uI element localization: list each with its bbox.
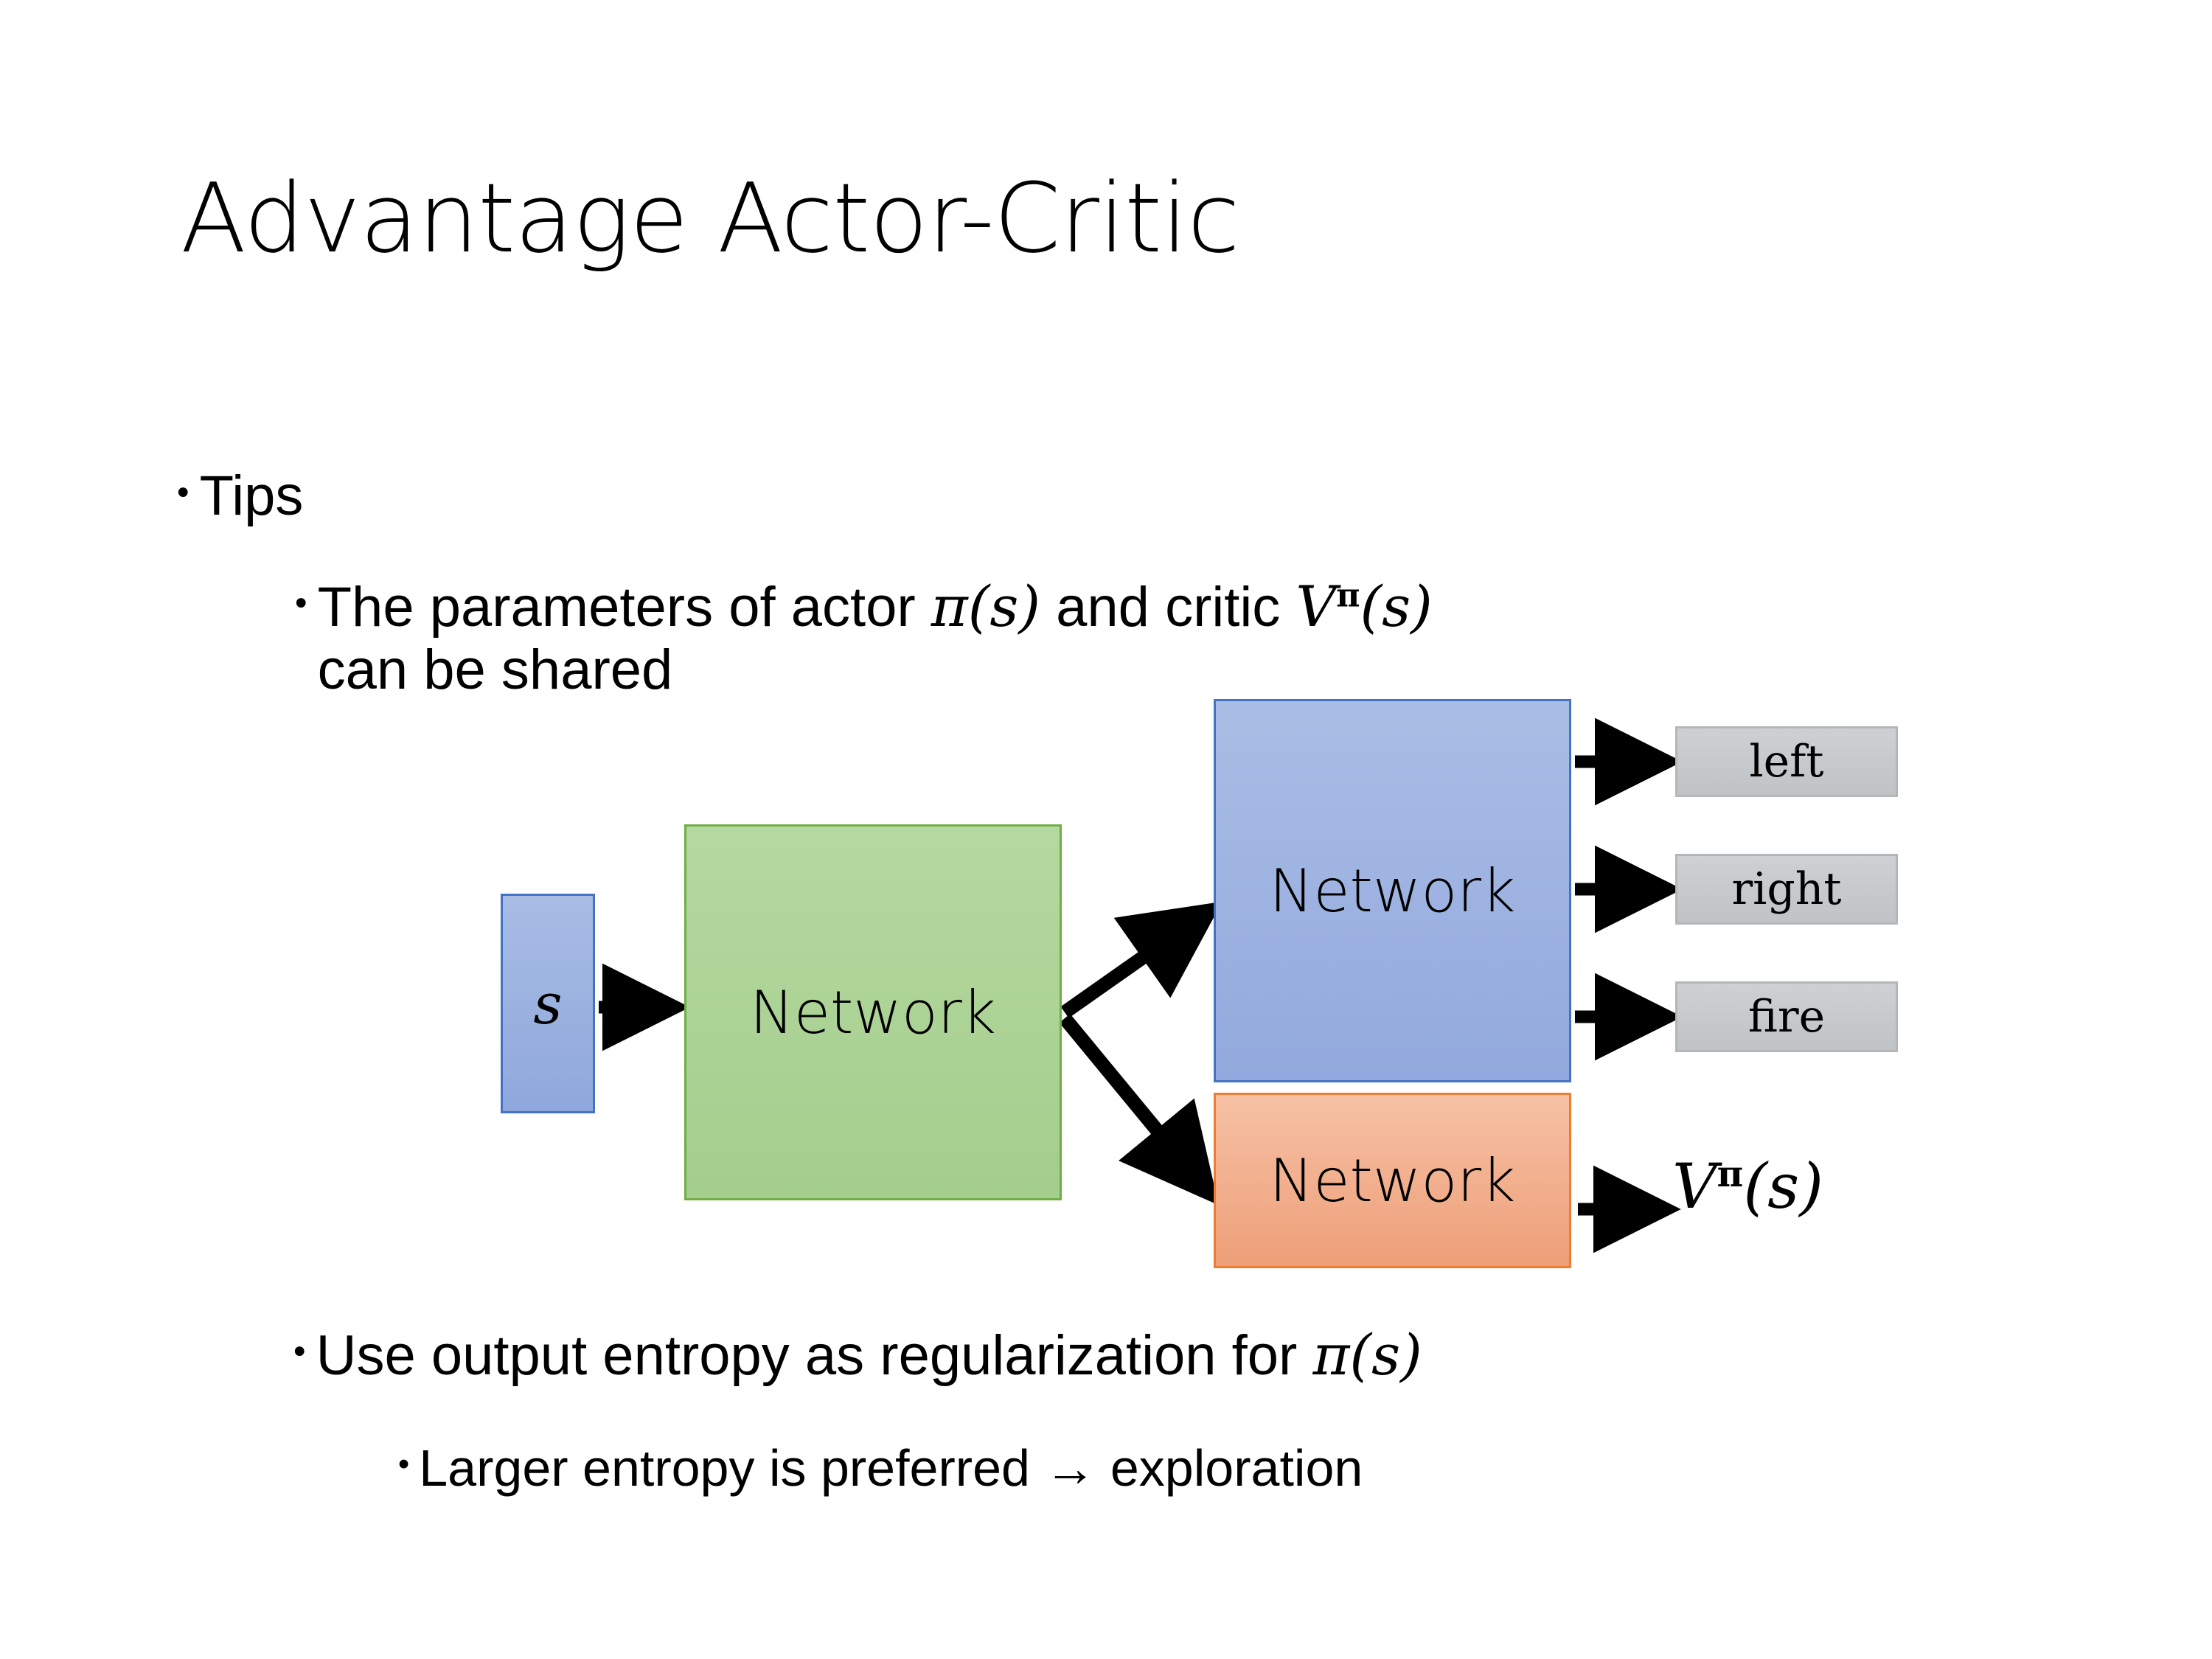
- bullet-shared-parameters-label: The parameters of actor π(s) and critic …: [318, 575, 2101, 701]
- action-output-fire: fire: [1675, 981, 1898, 1052]
- action-output-fire-label: fire: [1747, 991, 1826, 1043]
- entropy-lead-text: Use output entropy as regularization for: [316, 1324, 1313, 1387]
- value-function-symbol-1: Vπ(s): [1295, 574, 1432, 639]
- bullet-tips-label: Tips: [199, 465, 304, 527]
- state-symbol: s: [533, 970, 563, 1037]
- value-output-argument: (s): [1743, 1150, 1823, 1222]
- value-superscript: π: [1336, 577, 1360, 615]
- value-base: V: [1295, 574, 1337, 639]
- action-output-left: left: [1675, 726, 1898, 797]
- params-lead-text: The parameters of actor: [317, 576, 931, 639]
- value-argument: (s): [1360, 574, 1433, 639]
- policy-symbol-1: π(s): [931, 574, 1041, 639]
- params-line2-text: can be shared: [317, 639, 673, 702]
- bullet-tips: • Tips: [177, 465, 303, 527]
- actor-network-box: Network: [1214, 699, 1571, 1082]
- value-function-output: Vπ(s): [1672, 1150, 1823, 1222]
- shared-network-box: Network: [684, 824, 1062, 1200]
- bullet-larger-entropy: • Larger entropy is preferred → explorat…: [398, 1439, 2168, 1497]
- bullet-marker-icon: •: [293, 1331, 306, 1371]
- arrow-shared-to-critic: [1059, 1013, 1219, 1206]
- action-output-right-label: right: [1731, 863, 1842, 915]
- bullet-entropy-regularization: • Use output entropy as regularization f…: [293, 1324, 2137, 1387]
- params-mid-text: and critic: [1040, 576, 1296, 639]
- bullet-entropy-regularization-label: Use output entropy as regularization for…: [316, 1324, 2137, 1387]
- action-output-right: right: [1675, 854, 1898, 925]
- page-title: Advantage Actor-Critic: [181, 162, 1240, 274]
- bullet-marker-icon: •: [177, 472, 189, 512]
- critic-network-box: Network: [1214, 1093, 1571, 1268]
- critic-network-label: Network: [1269, 1146, 1516, 1215]
- state-input-box: s: [501, 894, 595, 1113]
- bullet-marker-icon: •: [295, 582, 307, 622]
- value-output-superscript: π: [1717, 1153, 1744, 1195]
- arrow-shared-to-actor: [1060, 901, 1222, 1018]
- bullet-shared-parameters: • The parameters of actor π(s) and criti…: [295, 575, 2101, 701]
- action-output-left-label: left: [1749, 736, 1824, 787]
- policy-symbol-2: π(s): [1312, 1322, 1422, 1388]
- value-output-base: V: [1672, 1150, 1717, 1222]
- bullet-larger-entropy-label: Larger entropy is preferred → exploratio…: [419, 1439, 1363, 1497]
- bullet-marker-icon: •: [398, 1447, 410, 1483]
- actor-network-label: Network: [1269, 856, 1516, 925]
- shared-network-label: Network: [749, 978, 997, 1047]
